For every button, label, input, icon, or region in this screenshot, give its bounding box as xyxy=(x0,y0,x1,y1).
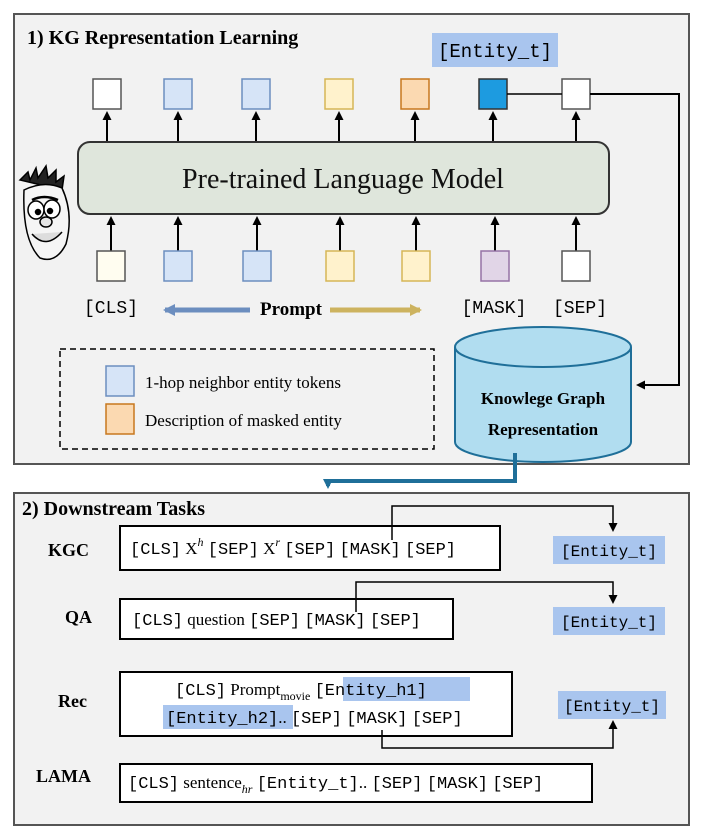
label-prompt: Prompt xyxy=(260,299,323,320)
kg-label-line1: Knowlege Graph xyxy=(481,389,606,408)
output-arrows xyxy=(102,111,581,142)
qa-output-highlight xyxy=(553,607,665,635)
input-token-mask xyxy=(480,250,510,282)
input-token-neighbor-1 xyxy=(163,250,193,282)
label-sep: [SEP] xyxy=(553,299,607,319)
task-label-rec: Rec xyxy=(58,691,87,711)
kgc-output-token: [Entity_t] xyxy=(561,543,657,561)
rec-sequence-line1: [CLS] Promptmovie [Entity_h1] xyxy=(175,680,427,704)
bert-mascot-icon xyxy=(18,164,70,261)
flow-to-downstream-arrow xyxy=(323,453,517,489)
rec-entity-h2-highlight xyxy=(163,705,293,729)
legend-box xyxy=(59,348,435,450)
kgc-mask-arrow xyxy=(391,505,618,540)
qa-sequence: [CLS] question [SEP] [MASK] [SEP] xyxy=(132,610,421,631)
output-token-mask xyxy=(478,78,508,110)
qa-output-token: [Entity_t] xyxy=(561,614,657,632)
legend-swatch-description xyxy=(105,403,135,435)
kg-label-line2: Representation xyxy=(488,420,599,439)
legend-swatch-neighbor xyxy=(105,365,135,397)
legend-label-neighbor: 1-hop neighbor entity tokens xyxy=(145,373,341,392)
rec-entity-h1-highlight xyxy=(343,677,470,701)
kgc-output-highlight xyxy=(553,536,665,564)
output-token-description xyxy=(400,78,430,110)
task-label-qa: QA xyxy=(65,607,92,627)
rec-output-token: [Entity_t] xyxy=(564,698,660,716)
lama-input-box xyxy=(119,763,593,803)
knowledge-graph-cylinder xyxy=(454,326,632,463)
output-token-prompt-1 xyxy=(324,78,354,110)
input-arrows xyxy=(106,216,581,251)
label-mask: [MASK] xyxy=(462,299,527,319)
output-token-cls xyxy=(92,78,122,110)
output-token-sep xyxy=(561,78,591,110)
input-token-neighbor-2 xyxy=(242,250,272,282)
lama-sequence: [CLS] sentencehr [Entity_t].. [SEP] [MAS… xyxy=(128,773,543,797)
output-token-neighbor-2 xyxy=(241,78,271,110)
kgc-input-box xyxy=(119,525,501,571)
label-cls: [CLS] xyxy=(84,299,138,319)
model-label: Pre-trained Language Model xyxy=(182,164,504,195)
section1-title: 1) KG Representation Learning xyxy=(27,27,298,49)
output-entity-token: [Entity_t] xyxy=(438,41,552,63)
legend-label-description: Description of masked entity xyxy=(145,411,342,430)
qa-input-box xyxy=(119,598,454,640)
task-label-kgc: KGC xyxy=(48,540,89,560)
input-token-cls xyxy=(96,250,126,282)
output-entity-highlight xyxy=(432,33,558,67)
task-label-lama: LAMA xyxy=(36,766,91,786)
input-token-sep xyxy=(561,250,591,282)
section2-title: 2) Downstream Tasks xyxy=(22,498,205,520)
pretrained-language-model xyxy=(77,141,610,215)
kgc-sequence: [CLS] Xh [SEP] Xr [SEP] [MASK] [SEP] xyxy=(130,531,456,560)
rec-sequence-line2: [Entity_h2].. [SEP] [MASK] [SEP] xyxy=(166,708,463,729)
input-token-prompt-2 xyxy=(401,250,431,282)
sep-to-kg-arrow xyxy=(590,93,680,390)
input-token-prompt-1 xyxy=(325,250,355,282)
qa-mask-arrow xyxy=(355,581,618,612)
output-token-neighbor-1 xyxy=(163,78,193,110)
rec-output-highlight xyxy=(558,691,666,719)
rec-mask-arrow xyxy=(381,720,618,749)
